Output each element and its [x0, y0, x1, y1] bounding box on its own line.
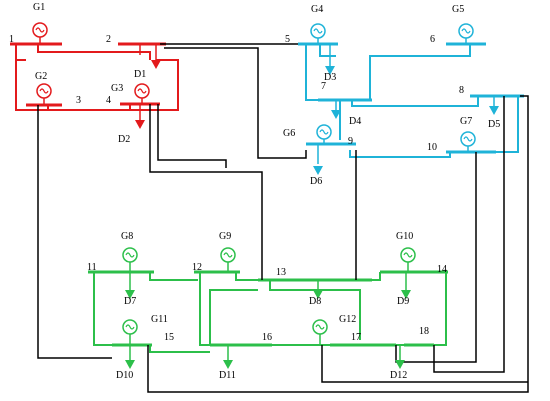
area1-line-top — [37, 44, 151, 60]
gen-label-g7: G7 — [460, 116, 472, 127]
area3-line-14-18 — [430, 272, 447, 346]
load-label-d7: D7 — [124, 296, 136, 307]
area3-line-13-14 — [372, 272, 381, 281]
generator-g10-icon — [400, 247, 416, 263]
generator-g8-icon — [122, 247, 138, 263]
tie-line-8-15 — [147, 95, 529, 393]
load-d8-arrow-icon — [313, 290, 323, 299]
load-d9-arrow-icon — [401, 290, 411, 299]
bus-label-17: 17 — [351, 332, 361, 343]
area3-line-12-13 — [235, 272, 258, 281]
area2-line-7-8 — [351, 96, 479, 107]
load-label-d5: D5 — [488, 119, 500, 130]
load-label-d8: D8 — [309, 296, 321, 307]
generator-g5-icon — [458, 23, 474, 39]
load-label-d12: D12 — [390, 370, 407, 381]
tie-line-8-18 — [433, 96, 505, 373]
generator-g12-icon — [312, 319, 328, 335]
bus-label-5: 5 — [285, 34, 290, 45]
load-label-d4: D4 — [349, 116, 361, 127]
generator-g11-icon — [122, 319, 138, 335]
bus-label-10: 10 — [427, 142, 437, 153]
bus-label-1: 1 — [9, 34, 14, 45]
load-label-d1: D1 — [134, 69, 146, 80]
gen-label-g9: G9 — [219, 231, 231, 242]
load-d1-arrow-icon — [151, 60, 161, 69]
bus-label-2: 2 — [106, 34, 111, 45]
area2-line-8-10 — [492, 96, 519, 153]
bus-label-15: 15 — [164, 332, 174, 343]
labels: G1 G2 G3 G4 G5 G6 G7 G8 G9 G10 G11 G12 D… — [9, 2, 500, 381]
area2-line-5-left — [319, 44, 336, 57]
bus-label-7: 7 — [321, 81, 326, 92]
area-2-buses — [298, 42, 524, 154]
load-label-d3: D3 — [324, 72, 336, 83]
tie-line-5-17 — [321, 345, 528, 383]
bus-label-14: 14 — [437, 264, 447, 275]
load-d10-arrow-icon — [125, 360, 135, 369]
gen-label-g5: G5 — [452, 4, 464, 15]
area-3-buses — [88, 270, 448, 347]
tie-line-2-9 — [164, 47, 307, 159]
area2-line-6-7 — [369, 44, 471, 100]
bus-label-11: 11 — [87, 262, 97, 273]
bus-label-18: 18 — [419, 326, 429, 337]
bus-label-8: 8 — [459, 85, 464, 96]
area3-line-11-15 — [93, 272, 112, 346]
gen-label-g11: G11 — [151, 314, 168, 325]
generator-g4-icon — [310, 23, 326, 39]
area3-line-12-16 — [199, 272, 210, 346]
generator-g1-icon — [32, 22, 48, 38]
load-label-d2: D2 — [118, 134, 130, 145]
bus-label-12: 12 — [192, 262, 202, 273]
gen-label-g3: G3 — [111, 83, 123, 94]
gen-label-g6: G6 — [283, 128, 295, 139]
gen-label-g12: G12 — [339, 314, 356, 325]
generators — [32, 22, 476, 335]
generator-g2-icon — [36, 83, 52, 99]
load-label-d10: D10 — [116, 370, 133, 381]
bus-label-13: 13 — [276, 267, 286, 278]
gen-label-g10: G10 — [396, 231, 413, 242]
gen-label-g4: G4 — [311, 4, 323, 15]
load-d4-arrow-icon — [331, 110, 341, 119]
loads — [125, 60, 499, 369]
generator-g6-icon — [316, 124, 332, 140]
generator-g3-icon — [134, 83, 150, 99]
load-d6-arrow-icon — [313, 166, 323, 175]
load-d11-arrow-icon — [223, 360, 233, 369]
load-label-d11: D11 — [219, 370, 236, 381]
load-d5-arrow-icon — [489, 106, 499, 115]
area3-line-12-13b — [209, 289, 258, 345]
area1-line-1-2 — [15, 44, 179, 111]
load-d7-arrow-icon — [125, 290, 135, 299]
load-d2-arrow-icon — [135, 120, 145, 129]
bus-label-16: 16 — [262, 332, 272, 343]
tie-line-4-9 — [157, 104, 227, 168]
generator-g9-icon — [220, 247, 236, 263]
bus-label-4: 4 — [106, 95, 111, 106]
gen-label-g1: G1 — [33, 2, 45, 13]
area3-line-11-13 — [149, 272, 198, 281]
load-label-d6: D6 — [310, 176, 322, 187]
bus-label-3: 3 — [76, 95, 81, 106]
gen-label-g8: G8 — [121, 231, 133, 242]
tie-lines — [37, 43, 529, 393]
generator-g7-icon — [460, 131, 476, 147]
load-label-d9: D9 — [397, 296, 409, 307]
tie-line-3-15 — [37, 105, 112, 359]
load-d3-arrow-icon — [325, 66, 335, 75]
area2-line-9-10 — [349, 150, 451, 158]
bus-label-9: 9 — [348, 136, 353, 147]
bus-label-6: 6 — [430, 34, 435, 45]
tie-line-4-13 — [149, 104, 263, 280]
gen-label-g2: G2 — [35, 71, 47, 82]
load-d12-arrow-icon — [395, 360, 405, 369]
area3-line-15-16 — [149, 345, 210, 353]
tie-line-10-17 — [395, 152, 477, 363]
